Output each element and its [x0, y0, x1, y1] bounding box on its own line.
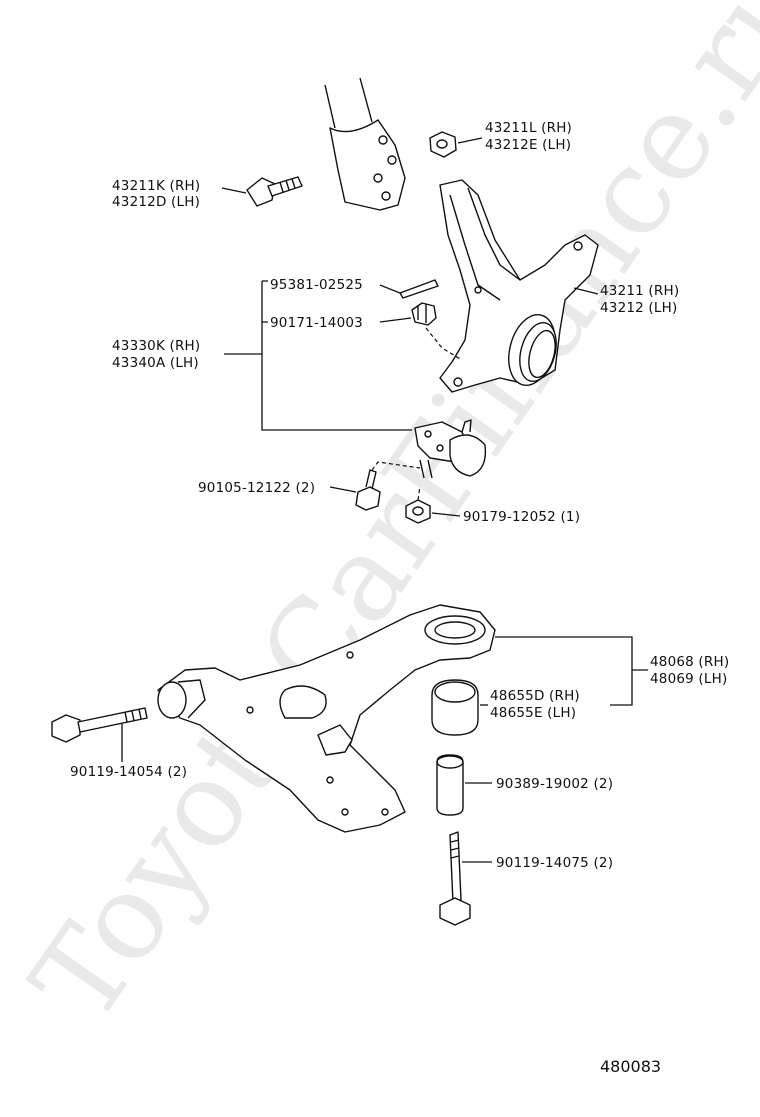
label-front-bolt: 90119-14054 (2) — [70, 764, 187, 780]
castle-nut — [379, 302, 463, 361]
label-bushing-lh: 48655E (LH) — [490, 705, 576, 721]
label-cotter-pin: 95381-02525 — [270, 277, 363, 293]
label-arm-rh: 48068 (RH) — [650, 654, 729, 670]
label-castle-nut: 90171-14003 — [270, 315, 363, 331]
arm-bracket-line — [495, 636, 648, 706]
label-nut-rh: 43211L (RH) — [485, 120, 572, 136]
label-knuckle-rh: 43211 (RH) — [600, 283, 679, 299]
label-bolt-rh: 43211K (RH) — [112, 178, 200, 194]
bushing — [431, 679, 488, 736]
ball-joint-bracket-line — [224, 280, 412, 431]
label-nut-lh: 43212E (LH) — [485, 137, 571, 153]
diagram-number: 480083 — [600, 1057, 661, 1076]
label-collar: 90389-19002 (2) — [496, 776, 613, 792]
label-knuckle-lh: 43212 (LH) — [600, 300, 677, 316]
strut-nut — [429, 131, 483, 158]
ball-joint-bolt — [329, 461, 421, 511]
rear-bolt — [439, 831, 492, 926]
lower-control-arm — [157, 604, 496, 833]
label-bolt-lh: 43212D (LH) — [112, 194, 200, 210]
front-bolt — [51, 707, 148, 762]
label-arm-lh: 48069 (LH) — [650, 671, 727, 687]
label-ball-joint-rh: 43330K (RH) — [112, 338, 200, 354]
label-rear-bolt: 90119-14075 (2) — [496, 855, 613, 871]
strut-lower-bracket — [324, 77, 406, 211]
label-bj-nut: 90179-12052 (1) — [463, 509, 580, 525]
cotter-pin — [379, 279, 439, 299]
ball-joint-nut — [405, 485, 461, 524]
label-bj-bolt: 90105-12122 (2) — [198, 480, 315, 496]
label-ball-joint-lh: 43340A (LH) — [112, 355, 199, 371]
strut-bolt — [221, 176, 303, 207]
ball-joint — [414, 419, 487, 479]
steering-knuckle — [439, 179, 599, 393]
label-bushing-rh: 48655D (RH) — [490, 688, 580, 704]
collar — [436, 754, 492, 816]
